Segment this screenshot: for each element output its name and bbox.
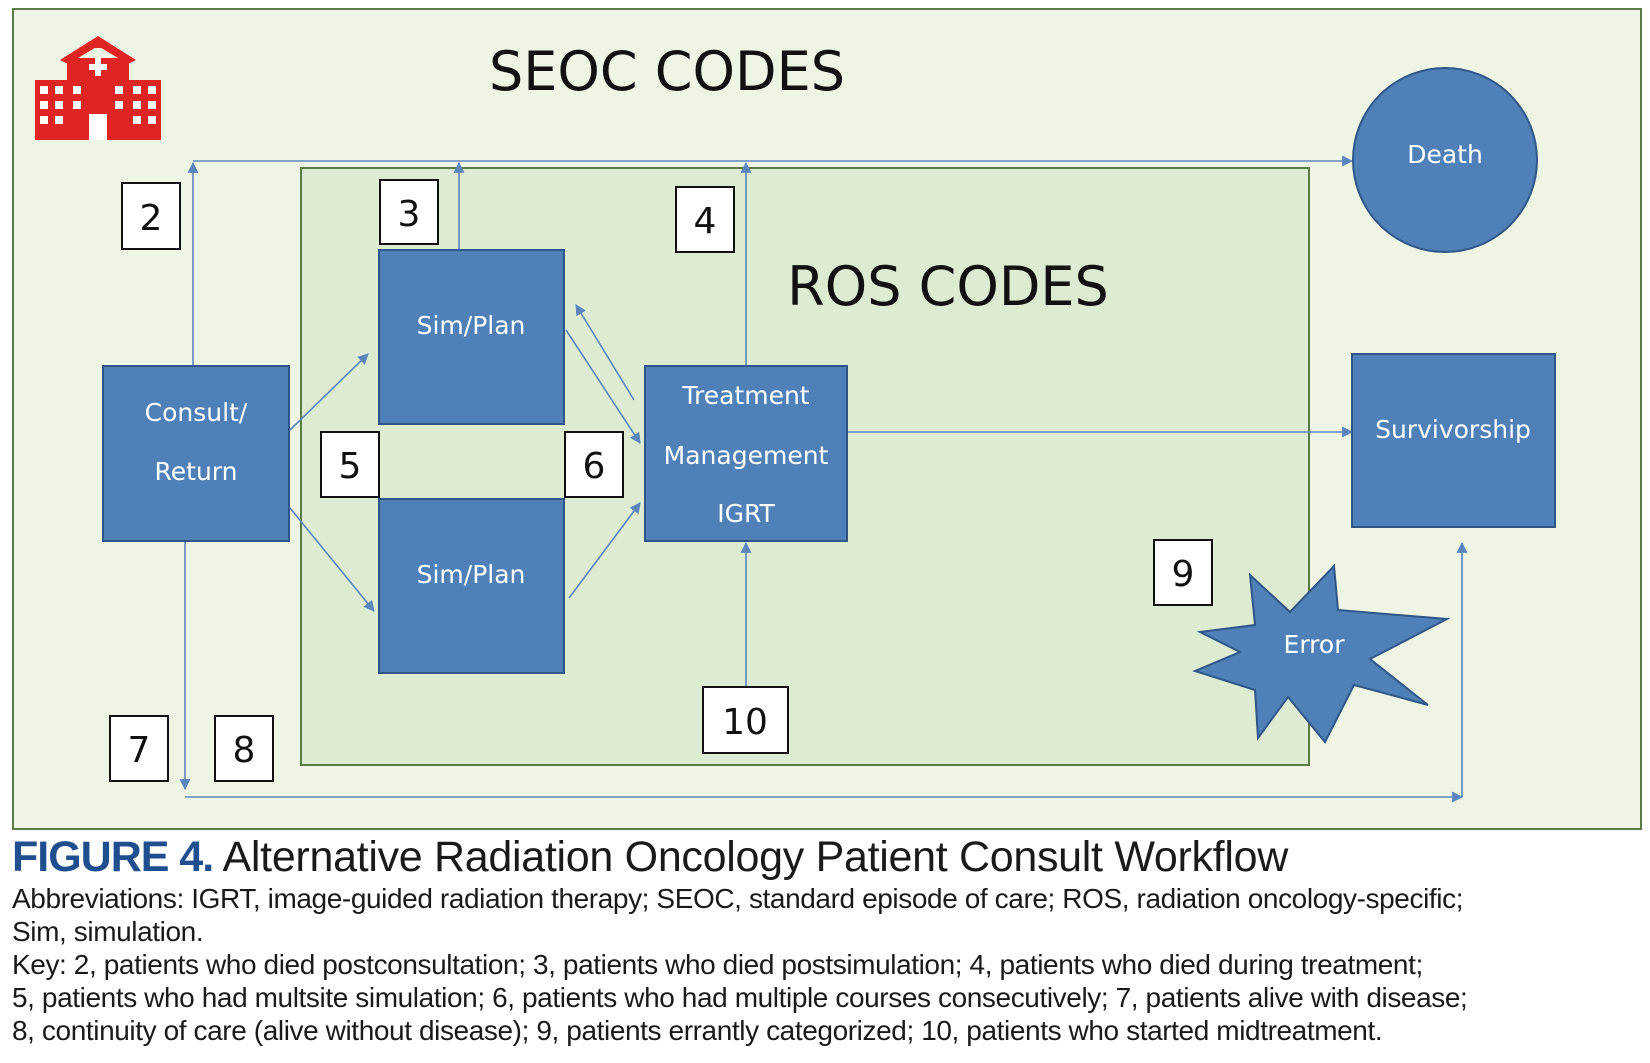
sim-plan-bottom-node <box>378 498 565 674</box>
ros-title: ROS CODES <box>787 255 1109 318</box>
key-number-10: 10 <box>722 702 768 743</box>
key-box-3 <box>379 179 439 245</box>
caption-line: Abbreviations: IGRT, image-guided radiat… <box>12 883 1464 914</box>
key-number-8: 8 <box>233 730 256 771</box>
treatment-label-3: IGRT <box>717 499 775 528</box>
treatment-label-2: Management <box>664 441 829 470</box>
arrow-consult-to-sim-bottom <box>289 507 375 612</box>
survivorship-node <box>1351 353 1556 528</box>
error-node <box>1192 563 1451 744</box>
hospital-icon <box>35 36 161 140</box>
key-number-9: 9 <box>1172 554 1195 595</box>
sim-plan-top-label: Sim/Plan <box>417 311 526 340</box>
key-box-8 <box>214 715 274 782</box>
death-label: Death <box>1407 140 1483 169</box>
figure-label: FIGURE 4. <box>12 833 214 881</box>
key-number-2: 2 <box>140 198 163 239</box>
consult-label-1: Consult/ <box>145 398 248 427</box>
seoc-title: SEOC CODES <box>489 40 845 103</box>
key-box-2 <box>121 182 181 250</box>
arrow-sim-top-to-treatment <box>565 329 641 444</box>
figure-caption: FIGURE 4. Alternative Radiation Oncology… <box>12 832 1642 1047</box>
key-box-4 <box>675 186 735 253</box>
consult-return-node <box>102 365 290 542</box>
caption-line: 8, continuity of care (alive without dis… <box>12 1015 1383 1046</box>
key-box-10 <box>702 686 789 754</box>
caption-line: 5, patients who had multsite simulation;… <box>12 982 1468 1013</box>
arrow-consult-to-sim-top <box>289 353 369 431</box>
treatment-label-1: Treatment <box>681 381 809 410</box>
consult-label-2: Return <box>155 457 238 486</box>
workflow-diagram: SEOC CODES ROS CODES <box>12 8 1642 830</box>
arrow-treatment-to-sim-top <box>575 304 635 401</box>
sim-plan-bottom-label: Sim/Plan <box>417 560 526 589</box>
key-number-3: 3 <box>398 194 421 235</box>
arrow-sim-bottom-to-treatment <box>568 502 641 599</box>
key-number-7: 7 <box>128 730 151 771</box>
survivorship-label: Survivorship <box>1375 415 1531 444</box>
key-number-5: 5 <box>339 446 362 487</box>
death-node <box>1352 67 1538 253</box>
key-box-6 <box>564 431 624 498</box>
key-box-7 <box>109 715 169 782</box>
caption-line: Sim, simulation. <box>12 916 204 947</box>
flow-arrows <box>179 155 1468 803</box>
key-number-boxes: 2 3 4 5 6 7 8 9 10 <box>109 179 1213 782</box>
key-number-6: 6 <box>583 446 606 487</box>
error-label: Error <box>1284 630 1346 659</box>
figure-title: Alternative Radiation Oncology Patient C… <box>213 833 1289 881</box>
key-box-9 <box>1153 539 1213 606</box>
sim-plan-top-node <box>378 249 565 425</box>
key-number-4: 4 <box>694 201 717 242</box>
key-box-5 <box>320 431 380 498</box>
caption-line: Key: 2, patients who died postconsultati… <box>12 949 1423 980</box>
caption-title-line: FIGURE 4. Alternative Radiation Oncology… <box>12 832 1642 882</box>
treatment-node <box>644 365 848 542</box>
